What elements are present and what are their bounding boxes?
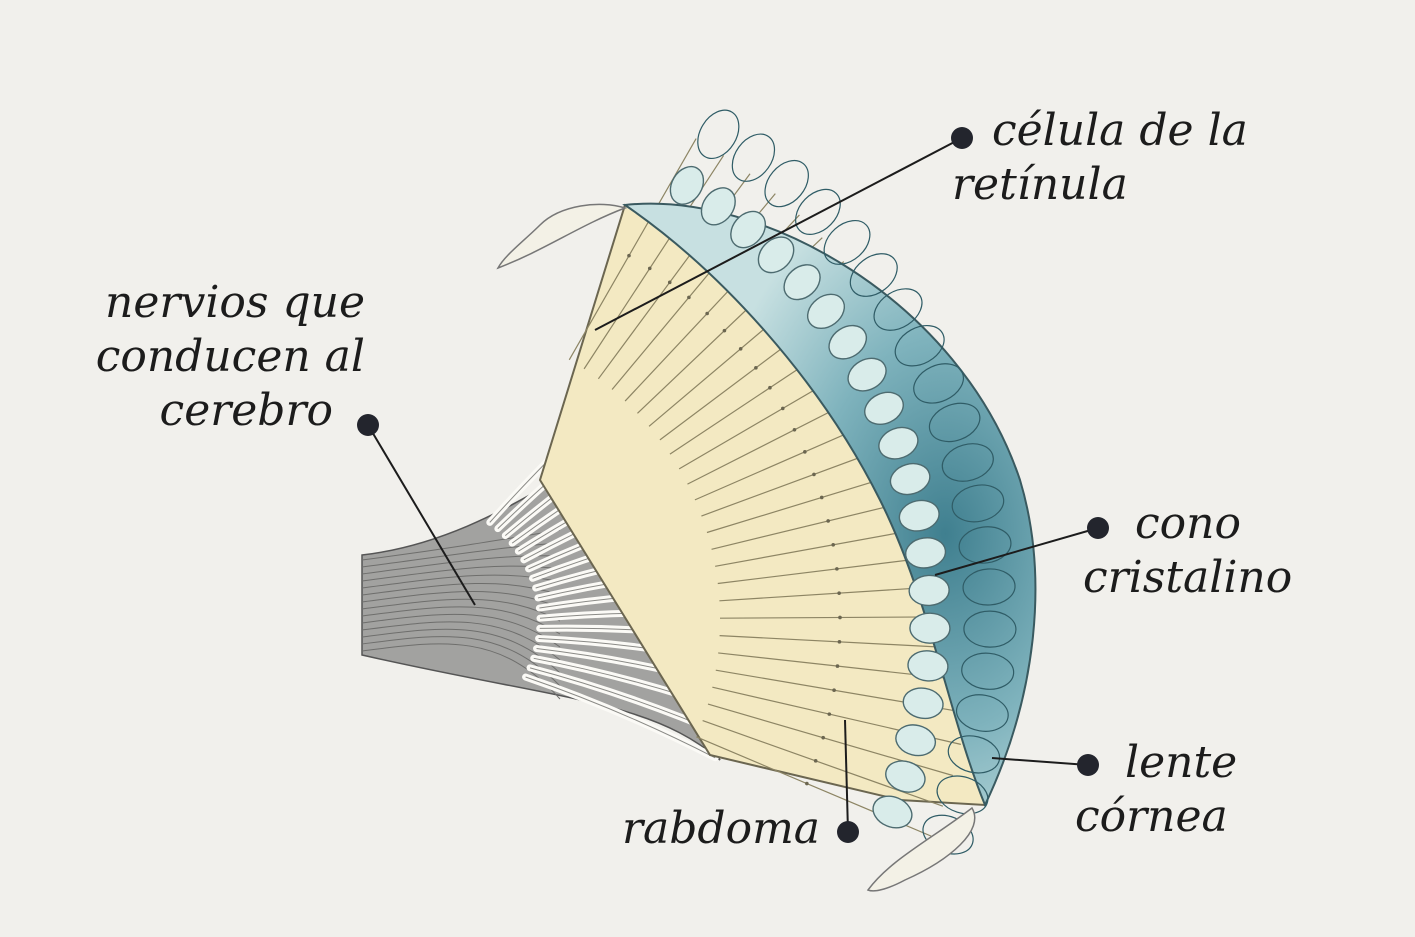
rod-nucleus bbox=[832, 688, 836, 692]
rod-nucleus bbox=[838, 640, 842, 644]
rod-nucleus bbox=[831, 543, 835, 547]
rod-nucleus bbox=[803, 450, 807, 454]
rod-nucleus bbox=[648, 267, 652, 271]
cuticle-top bbox=[498, 204, 625, 268]
label-nerves-line1: nervios que bbox=[96, 276, 365, 330]
rod-nucleus bbox=[627, 254, 631, 258]
label-rhabdom: rabdoma bbox=[622, 802, 820, 856]
rod-nucleus bbox=[812, 473, 816, 477]
rod-nucleus bbox=[837, 591, 841, 595]
label-cone-line2: cristalino bbox=[1083, 551, 1292, 605]
label-nerves: nervios que conducen al cerebro bbox=[96, 276, 365, 438]
rod-nucleus bbox=[828, 712, 832, 716]
label-retinula-cell: célula de la retínula bbox=[992, 104, 1248, 212]
rod-nucleus bbox=[826, 519, 830, 523]
rod-nucleus bbox=[821, 736, 825, 740]
retinula-marker bbox=[951, 127, 973, 149]
rod-nucleus bbox=[768, 386, 772, 390]
rod-nucleus bbox=[793, 428, 797, 432]
label-rhabdom-line1: rabdoma bbox=[622, 802, 820, 856]
rod-nucleus bbox=[805, 782, 809, 786]
lens-marker bbox=[1077, 754, 1099, 776]
rod-nucleus bbox=[723, 329, 727, 333]
label-cone-line1: cono bbox=[1135, 497, 1292, 551]
rod-nucleus bbox=[687, 296, 691, 300]
label-cornea-lens: lente córnea bbox=[1125, 736, 1237, 844]
rod-nucleus bbox=[781, 407, 785, 411]
rod-nucleus bbox=[754, 366, 758, 370]
rhabdom-marker bbox=[837, 821, 859, 843]
label-lens-line1: lente bbox=[1125, 736, 1237, 790]
label-nerves-line2: conducen al bbox=[96, 330, 365, 384]
rod-nucleus bbox=[835, 567, 839, 571]
rod-nucleus bbox=[838, 616, 842, 620]
cornea-facet bbox=[724, 126, 784, 189]
label-crystalline-cone: cono cristalino bbox=[1135, 497, 1292, 605]
rod-nucleus bbox=[739, 347, 743, 351]
rod-nucleus bbox=[705, 312, 709, 316]
label-nerves-line3: cerebro bbox=[96, 384, 333, 438]
rod-nucleus bbox=[668, 281, 672, 285]
rod-nucleus bbox=[820, 496, 824, 500]
cornea-facet bbox=[689, 103, 747, 166]
label-retinula-line2: retínula bbox=[952, 158, 1248, 212]
label-retinula-line1: célula de la bbox=[992, 104, 1248, 158]
leader-cornea-lens bbox=[992, 754, 1099, 776]
rod-nucleus bbox=[836, 664, 840, 668]
label-lens-line2: córnea bbox=[1075, 790, 1237, 844]
cone-marker bbox=[1087, 517, 1109, 539]
rod-nucleus bbox=[814, 759, 818, 763]
cornea-facet bbox=[787, 181, 849, 243]
crystalline-cone-cell bbox=[910, 613, 950, 644]
